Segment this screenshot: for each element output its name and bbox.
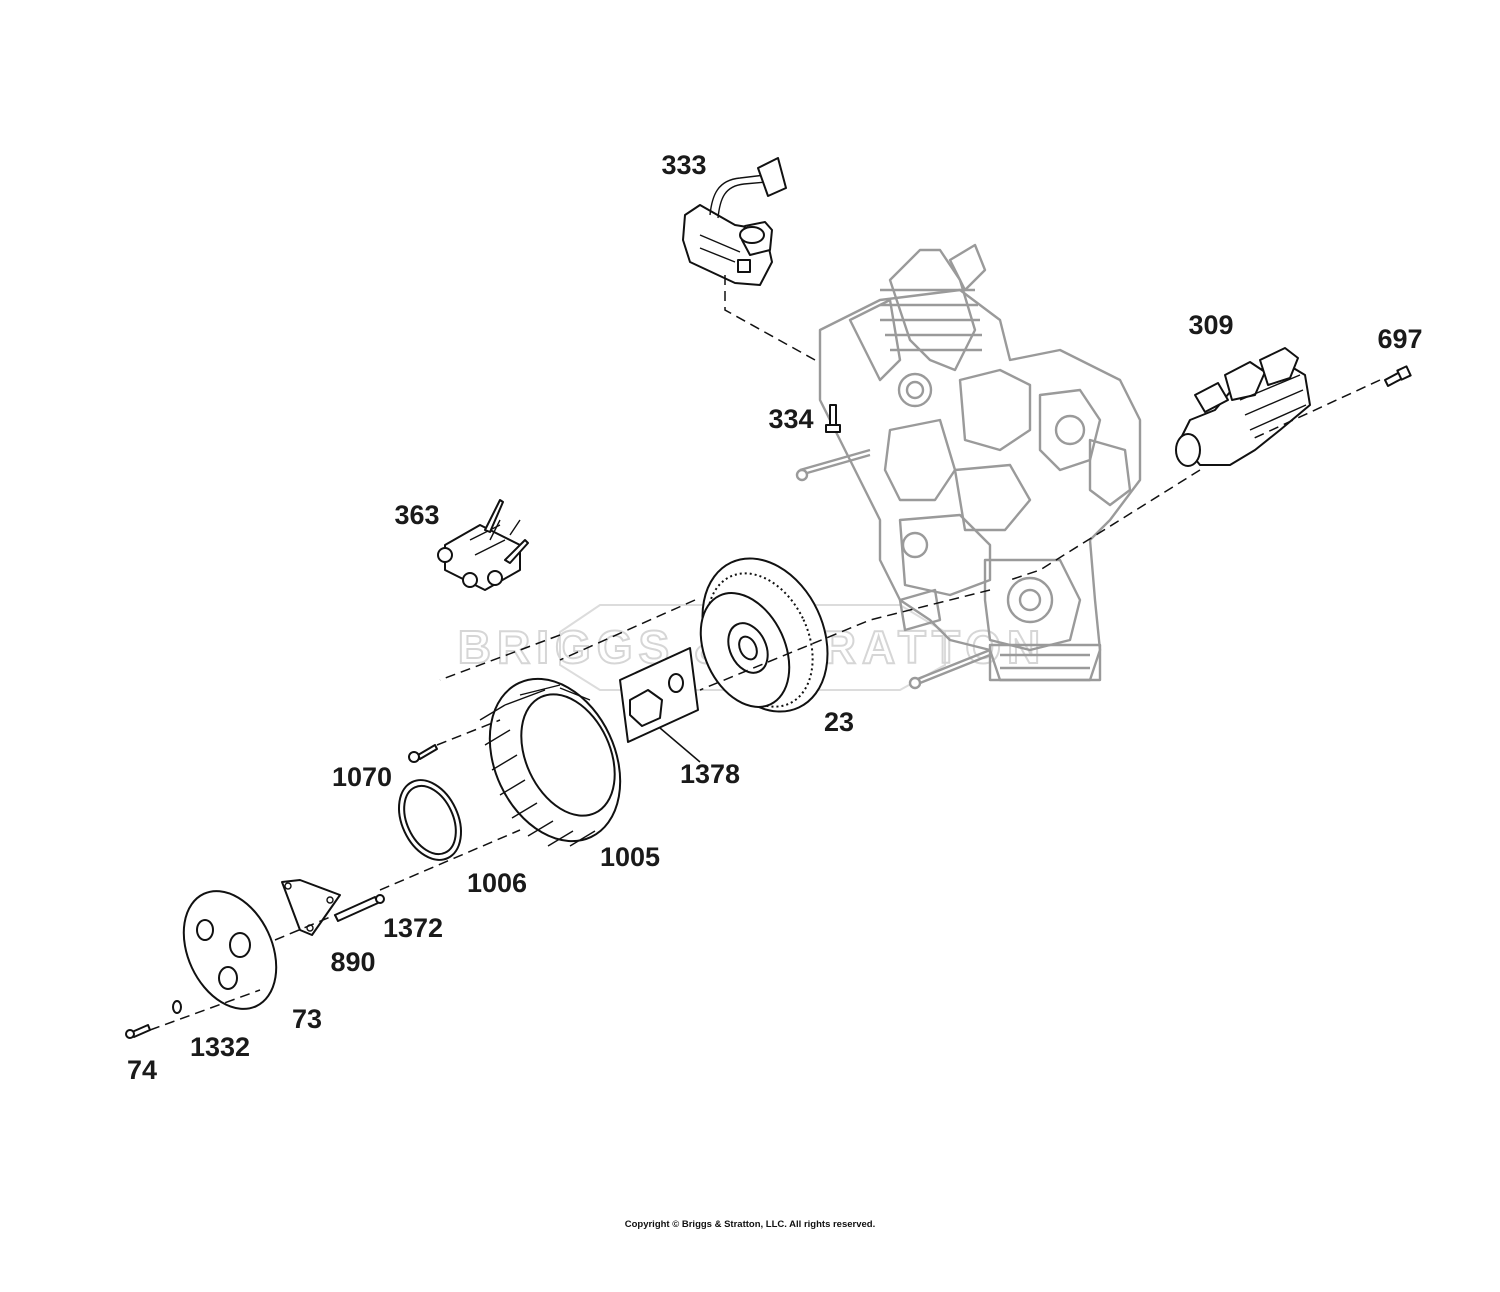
callout-73: 73 [292, 1004, 322, 1034]
callout-1378: 1378 [680, 759, 740, 789]
pin-1372 [334, 894, 385, 922]
callout-334: 334 [768, 404, 813, 434]
callout-23: 23 [824, 707, 854, 737]
callout-333: 333 [661, 150, 706, 180]
callout-1006: 1006 [467, 868, 527, 898]
screw-74 [125, 1024, 151, 1039]
leader-1378 [659, 727, 701, 763]
bolt-1070 [408, 744, 438, 763]
nut-washer-kit [619, 647, 699, 743]
callout-74: 74 [127, 1055, 157, 1085]
bolt-697 [1384, 365, 1412, 387]
ignition-coil [682, 157, 787, 286]
callout-labels: 333 309 697 334 363 23 1378 1070 1005 10… [127, 150, 1423, 1085]
callout-1372: 1372 [383, 913, 443, 943]
flywheel [699, 557, 829, 713]
fan-gasket [398, 779, 462, 861]
bracket-890 [281, 879, 341, 936]
callout-697: 697 [1377, 324, 1422, 354]
flywheel-puller [437, 499, 529, 591]
cooling-fan [479, 677, 622, 847]
bolt-334 [825, 404, 841, 433]
screen-cover [182, 890, 278, 1010]
callout-1070: 1070 [332, 762, 392, 792]
engine-block [795, 243, 1142, 690]
callout-1332: 1332 [190, 1032, 250, 1062]
washer-1332 [172, 1000, 182, 1014]
callout-890: 890 [330, 947, 375, 977]
callout-1005: 1005 [600, 842, 660, 872]
copyright-notice: Copyright © Briggs & Stratton, LLC. All … [625, 1219, 876, 1230]
starter-motor [1175, 347, 1311, 467]
callout-309: 309 [1188, 310, 1233, 340]
assembly-lines [149, 275, 1381, 1031]
callout-363: 363 [394, 500, 439, 530]
